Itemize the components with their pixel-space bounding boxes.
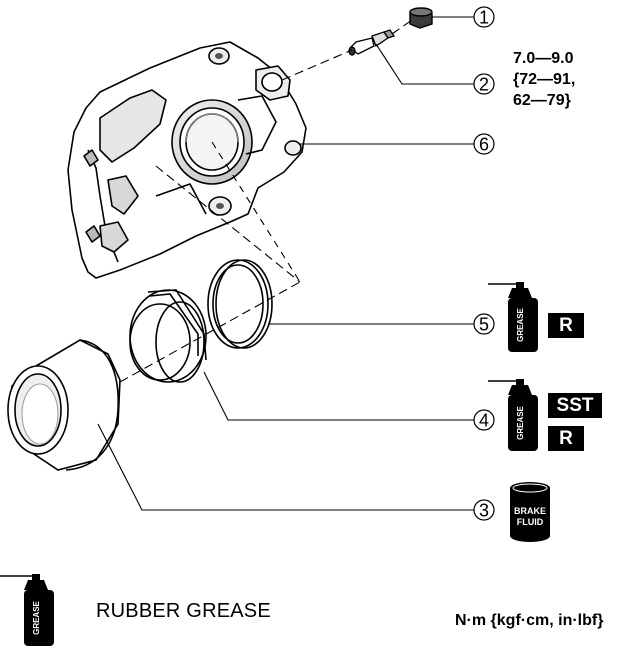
torque-line-2: {72—91,: [513, 71, 576, 88]
svg-text:1: 1: [479, 8, 489, 28]
svg-text:GREASE: GREASE: [32, 600, 41, 634]
r-badge-part-4: R: [548, 426, 584, 451]
grease-can-icon: GREASE: [488, 282, 538, 352]
r-badge-part-5: R: [548, 313, 584, 338]
svg-text:3: 3: [479, 501, 489, 521]
callout-2: 2: [473, 73, 495, 95]
torque-line-3: 62—79}: [513, 92, 571, 109]
assembly-lines: [119, 19, 413, 383]
svg-text:6: 6: [479, 135, 489, 155]
callout-1: 1: [473, 6, 495, 28]
grease-can-icon: GREASE: [488, 379, 538, 451]
callout-5: 5: [473, 313, 495, 335]
svg-text:5: 5: [479, 315, 489, 335]
callout-4: 4: [473, 409, 495, 431]
svg-text:2: 2: [479, 75, 489, 95]
bleeder-cap: [409, 7, 433, 29]
piston-seal: [207, 259, 273, 349]
leader-lines: [97, 16, 474, 511]
sst-badge: SST: [548, 393, 602, 418]
callout-6: 6: [473, 133, 495, 155]
dust-boot: [129, 289, 207, 383]
piston: [7, 339, 121, 471]
bleeder-screw: [348, 29, 396, 56]
brake-fluid-can-icon: BRAKE FLUID: [510, 482, 550, 542]
svg-text:GREASE: GREASE: [516, 307, 525, 341]
torque-line-1: 7.0—9.0: [513, 50, 574, 67]
legend-grease-can-icon: GREASE: [0, 574, 54, 646]
caliper-body: [67, 41, 307, 279]
torque-units: N·m {kgf·cm, in·lbf}: [455, 612, 604, 629]
svg-text:BRAKE: BRAKE: [514, 506, 546, 516]
svg-text:GREASE: GREASE: [516, 405, 525, 439]
callout-3: 3: [473, 499, 495, 521]
svg-text:FLUID: FLUID: [517, 517, 544, 527]
rubber-grease-legend: RUBBER GREASE: [96, 600, 271, 622]
torque-spec: 7.0—9.0 {72—91, 62—79}: [513, 48, 575, 111]
svg-text:4: 4: [479, 411, 489, 431]
